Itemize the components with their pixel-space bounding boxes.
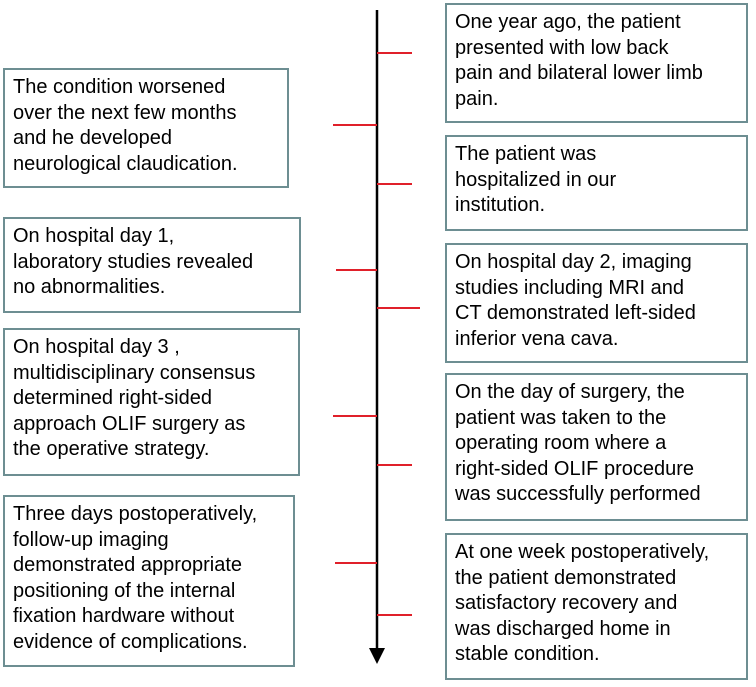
- event-text-line: operating room where a: [455, 432, 667, 454]
- event-text-line: over the next few months: [13, 101, 237, 124]
- event-box-right-3: On hospital day 2, imaging studies inclu…: [445, 243, 748, 363]
- event-text-line: satisfactory recovery and: [455, 592, 678, 614]
- event-text-line: fixation hardware without: [13, 605, 235, 627]
- event-text-line: At one week postoperatively,: [455, 541, 710, 563]
- event-box-left-2: On hospital day 1, laboratory studies re…: [3, 217, 301, 313]
- event-text-line: and he developed: [13, 127, 173, 149]
- event-text-line: patient was taken to the: [455, 406, 667, 429]
- event-text-line: laboratory studies revealed: [13, 250, 254, 273]
- event-text-line: the patient demonstrated: [455, 566, 677, 589]
- event-box-right-1: One year ago, the patient presented with…: [445, 3, 748, 123]
- event-text-line: The condition worsened: [13, 76, 226, 98]
- timeline-arrowhead: [369, 648, 385, 664]
- event-text-line: presented with low back: [455, 36, 669, 59]
- event-box-right-4: On the day of surgery, the patient was t…: [445, 373, 748, 521]
- event-text-line: approach OLIF surgery as: [13, 412, 246, 435]
- event-box-right-2: The patient was hospitalized in our inst…: [445, 135, 748, 231]
- event-text-line: institution.: [455, 194, 546, 216]
- event-text-line: was successfully performed: [455, 483, 701, 505]
- event-text-line: neurological claudication.: [13, 152, 238, 175]
- event-text-line: evidence of complications.: [13, 630, 248, 653]
- event-box-left-1: The condition worsened over the next few…: [3, 68, 289, 188]
- event-text-line: pain.: [455, 87, 499, 110]
- event-text-line: the operative strategy.: [13, 438, 210, 460]
- event-text-line: positioning of the internal: [13, 579, 236, 602]
- event-text-line: On hospital day 1,: [13, 225, 175, 247]
- event-text-line: One year ago, the patient: [455, 11, 681, 33]
- event-text-line: was discharged home in: [455, 617, 671, 640]
- event-box-left-4: Three days postoperatively, follow-up im…: [3, 495, 295, 667]
- event-box-left-3: On hospital day 3 , multidisciplinary co…: [3, 328, 300, 476]
- event-text-line: right-sided OLIF procedure: [455, 457, 695, 480]
- event-text-line: CT demonstrated left-sided: [455, 302, 696, 324]
- event-box-right-5: At one week postoperatively, the patient…: [445, 533, 748, 680]
- event-text-line: follow-up imaging: [13, 528, 169, 551]
- event-text-line: On hospital day 3 ,: [13, 336, 180, 358]
- event-text-line: Three days postoperatively,: [13, 503, 258, 525]
- event-text-line: no abnormalities.: [13, 276, 166, 298]
- event-text-line: pain and bilateral lower limb: [455, 62, 703, 84]
- event-text-line: stable condition.: [455, 643, 600, 665]
- event-text-line: inferior vena cava.: [455, 327, 619, 350]
- event-text-line: demonstrated appropriate: [13, 554, 243, 576]
- event-text-line: studies including MRI and: [455, 276, 685, 299]
- event-text-line: The patient was: [455, 143, 597, 165]
- event-text-line: determined right-sided: [13, 387, 212, 409]
- event-text-line: On hospital day 2, imaging: [455, 251, 692, 273]
- event-text-line: multidisciplinary consensus: [13, 361, 256, 384]
- event-text-line: hospitalized in our: [455, 168, 617, 191]
- event-text-line: On the day of surgery, the: [455, 381, 685, 403]
